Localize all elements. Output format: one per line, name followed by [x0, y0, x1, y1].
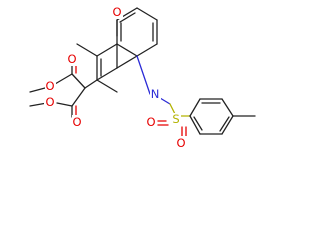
quinone-ring: [76, 43, 138, 81]
ring-placeholder-lines: [96, 79, 118, 93]
atom-o-sulfonyl-bottom: O: [176, 136, 185, 150]
atom-o-ester-bottom-ether: O: [45, 95, 54, 109]
atom-o-ester-top-ether: O: [45, 79, 54, 93]
atom-s-sulfonyl: S: [172, 112, 179, 126]
atom-o-ketone: O: [112, 5, 121, 19]
imine-bond: [136, 55, 151, 95]
atom-o-ester-bottom-carbonyl: O: [72, 115, 81, 129]
atom-o-ester-top-carbonyl: O: [67, 52, 76, 66]
chemical-structure-diagram: O O O O O N S O O: [29, 5, 256, 150]
malonate-branch: [29, 63, 98, 118]
tolyl-ring: [189, 98, 256, 135]
atom-n-imine: N: [151, 87, 160, 101]
atom-labels: O O O O O N S O O: [44, 5, 187, 150]
atom-o-sulfonyl-left: O: [146, 115, 155, 129]
